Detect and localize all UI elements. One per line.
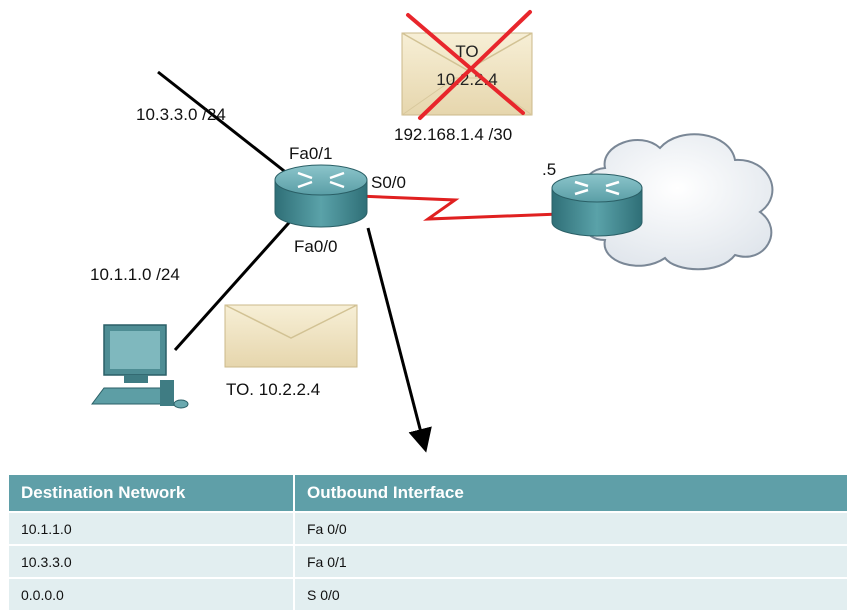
interface-fa01-label: Fa0/1 [289,144,332,163]
destination-cell: 10.1.1.0 [9,511,294,545]
destination-cell: 0.0.0.0 [9,577,294,610]
table-row: 10.3.3.0 Fa 0/1 [9,544,847,578]
forwarding-arrow [366,227,432,453]
pc-icon [91,324,189,409]
interface-s00-label: S0/0 [371,173,406,192]
link-to-10-3-3-0 [157,70,289,176]
interface-fa00-label: Fa0/0 [294,237,337,256]
crossed-envelope-line1: TO [455,42,478,61]
column-destination-network: Destination Network [9,475,294,512]
table-row: 0.0.0.0 S 0/0 [9,577,847,610]
interface-cell: S 0/0 [293,577,847,610]
table-row: 10.1.1.0 Fa 0/0 [9,511,847,545]
interface-cell: Fa 0/0 [293,511,847,545]
network-10-1-1-0-label: 10.1.1.0 /24 [90,265,180,284]
link-to-pc [173,214,297,352]
serial-network-label: 192.168.1.4 /30 [394,125,512,144]
network-10-3-3-0-label: 10.3.3.0 /24 [136,105,226,124]
crossed-envelope-line2: 10.2.2.4 [436,70,497,89]
remote-host-label: .5 [542,160,556,179]
cloud-icon [582,133,774,271]
remote-router-icon [551,173,643,237]
pc-envelope-icon [224,304,358,368]
serial-link [357,194,561,221]
router-icon [274,164,368,228]
table-header-row: Destination Network Outbound Interface [9,475,847,512]
interface-cell: Fa 0/1 [293,544,847,578]
column-outbound-interface: Outbound Interface [293,475,847,512]
cross-mark [406,10,532,120]
routing-table: Destination Network Outbound Interface 1… [9,475,847,610]
destination-cell: 10.3.3.0 [9,544,294,578]
pc-envelope-text: TO. 10.2.2.4 [226,380,320,399]
network-diagram: TO 10.2.2.4 TO. 10.2.2.4 10.3.3.0 /24 10… [90,10,774,453]
